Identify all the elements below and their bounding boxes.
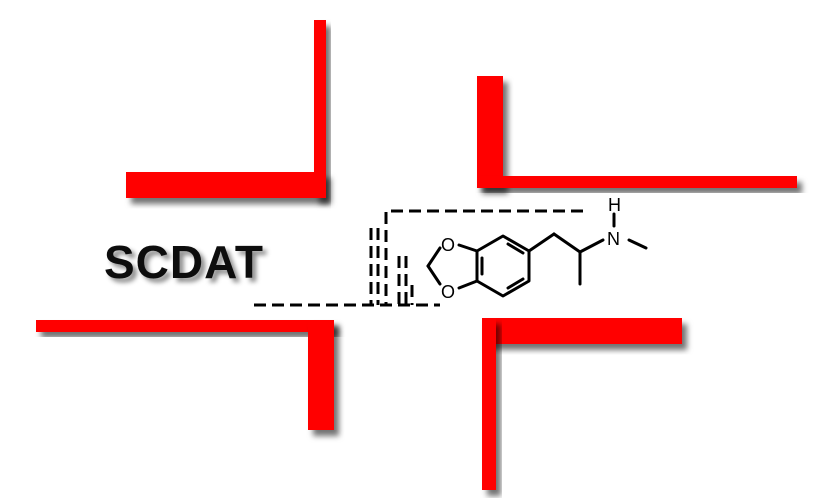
atom-nitrogen: N [607, 229, 620, 249]
molecule-structure [426, 212, 648, 298]
dashed-connectors [254, 209, 583, 307]
logo-text: SCDAT [104, 236, 264, 288]
bracket-top-right [477, 76, 797, 188]
atom-hydrogen: H [608, 195, 621, 215]
bracket-bottom-right [482, 318, 682, 490]
atom-oxygen-bottom: O [441, 282, 455, 302]
atom-oxygen-top: O [441, 235, 455, 255]
bracket-bottom-left [36, 320, 334, 430]
bracket-top-left [126, 20, 326, 198]
